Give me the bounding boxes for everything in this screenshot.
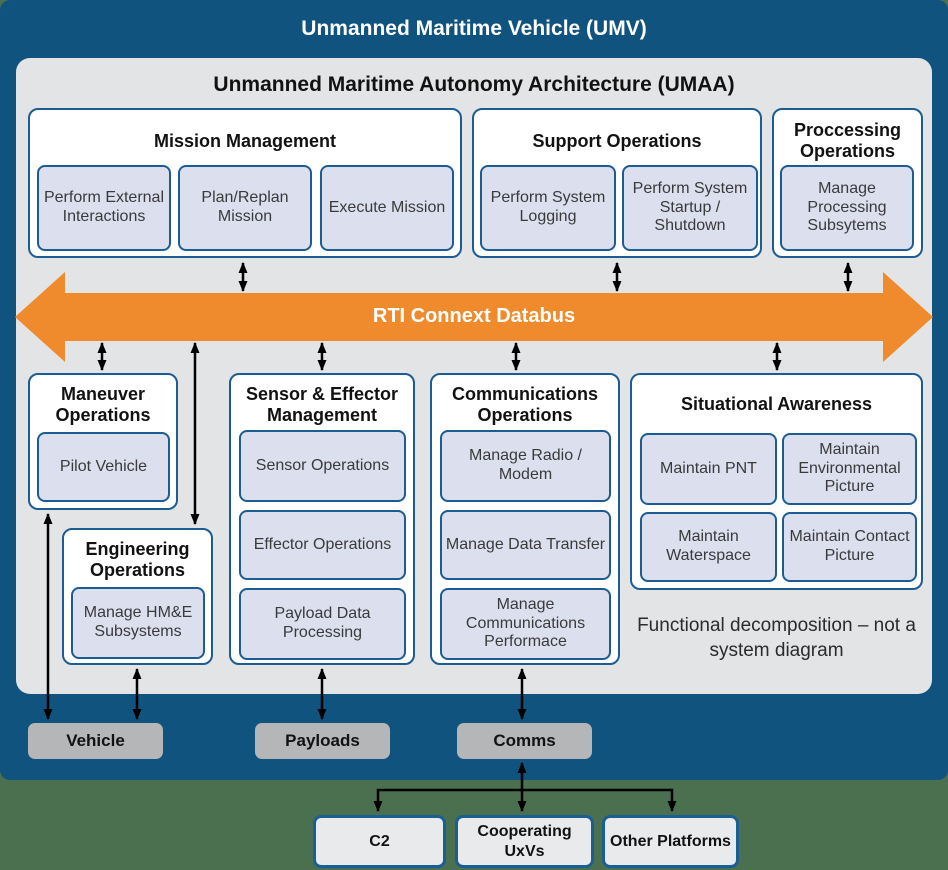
arrow-branch-c2-other	[373, 788, 677, 812]
fn-effector-operations: Effector Operations	[239, 510, 406, 580]
panel-sensor-effector-management: Sensor & Effector Management Sensor Oper…	[229, 373, 415, 665]
panel-maneuver-operations: Maneuver Operations Pilot Vehicle	[28, 373, 178, 510]
communications-operations-title: Communications Operations	[451, 384, 598, 425]
fn-maintain-environmental-picture: Maintain Environmental Picture	[782, 433, 917, 505]
fn-sensor-operations: Sensor Operations	[239, 430, 406, 502]
external-cooperating-uxvs: Cooperating UxVs	[455, 815, 594, 868]
chip-payloads: Payloads	[255, 723, 390, 759]
sensor-effector-management-title: Sensor & Effector Management	[245, 384, 399, 425]
databus-label: RTI Connext Databus	[372, 305, 576, 327]
panel-mission-management: Mission Management Perform External Inte…	[28, 108, 462, 258]
fn-manage-data-transfer: Manage Data Transfer	[440, 510, 611, 580]
functional-decomposition-note: Functional decomposition – not a system …	[637, 615, 916, 661]
panel-situational-awareness: Situational Awareness Maintain PNT Maint…	[630, 373, 923, 590]
fn-perform-external-interactions: Perform External Interactions	[37, 165, 171, 251]
support-operations-title: Support Operations	[532, 131, 702, 151]
fn-manage-hme-subsystems: Manage HM&E Subsystems	[71, 587, 205, 659]
panel-support-operations: Support Operations Perform System Loggin…	[472, 108, 762, 258]
maneuver-operations-title: Maneuver Operations	[55, 384, 151, 425]
chip-comms: Comms	[457, 723, 592, 759]
panel-engineering-operations: Engineering Operations Manage HM&E Subsy…	[62, 528, 213, 665]
chip-vehicle: Vehicle	[28, 723, 163, 759]
fn-plan-replan-mission: Plan/Replan Mission	[178, 165, 312, 251]
umaa-title: Unmanned Maritime Autonomy Architecture …	[213, 73, 735, 96]
fn-execute-mission: Execute Mission	[320, 165, 454, 251]
fn-perform-system-startup-shutdown: Perform System Startup / Shutdown	[622, 165, 758, 251]
fn-payload-data-processing: Payload Data Processing	[239, 588, 406, 660]
panel-processing-operations: Proccessing Operations Manage Processing…	[772, 108, 923, 258]
umv-title: Unmanned Maritime Vehicle (UMV)	[301, 17, 647, 40]
fn-maintain-pnt: Maintain PNT	[640, 433, 777, 505]
fn-perform-system-logging: Perform System Logging	[480, 165, 616, 251]
fn-manage-processing-subsytems: Manage Processing Subsytems	[780, 165, 914, 251]
fn-manage-communications-performace: Manage Communications Performace	[440, 588, 611, 660]
fn-manage-radio-modem: Manage Radio / Modem	[440, 430, 611, 502]
panel-communications-operations: Communications Operations Manage Radio /…	[430, 373, 620, 665]
situational-awareness-title: Situational Awareness	[680, 394, 873, 414]
fn-maintain-waterspace: Maintain Waterspace	[640, 512, 777, 582]
fn-pilot-vehicle: Pilot Vehicle	[37, 432, 170, 502]
processing-operations-title: Proccessing Operations	[793, 120, 902, 161]
mission-management-title: Mission Management	[153, 131, 337, 151]
external-c2: C2	[313, 815, 446, 868]
external-other-platforms: Other Platforms	[602, 815, 739, 868]
engineering-operations-title: Engineering Operations	[85, 539, 190, 580]
fn-maintain-contact-picture: Maintain Contact Picture	[782, 512, 917, 582]
